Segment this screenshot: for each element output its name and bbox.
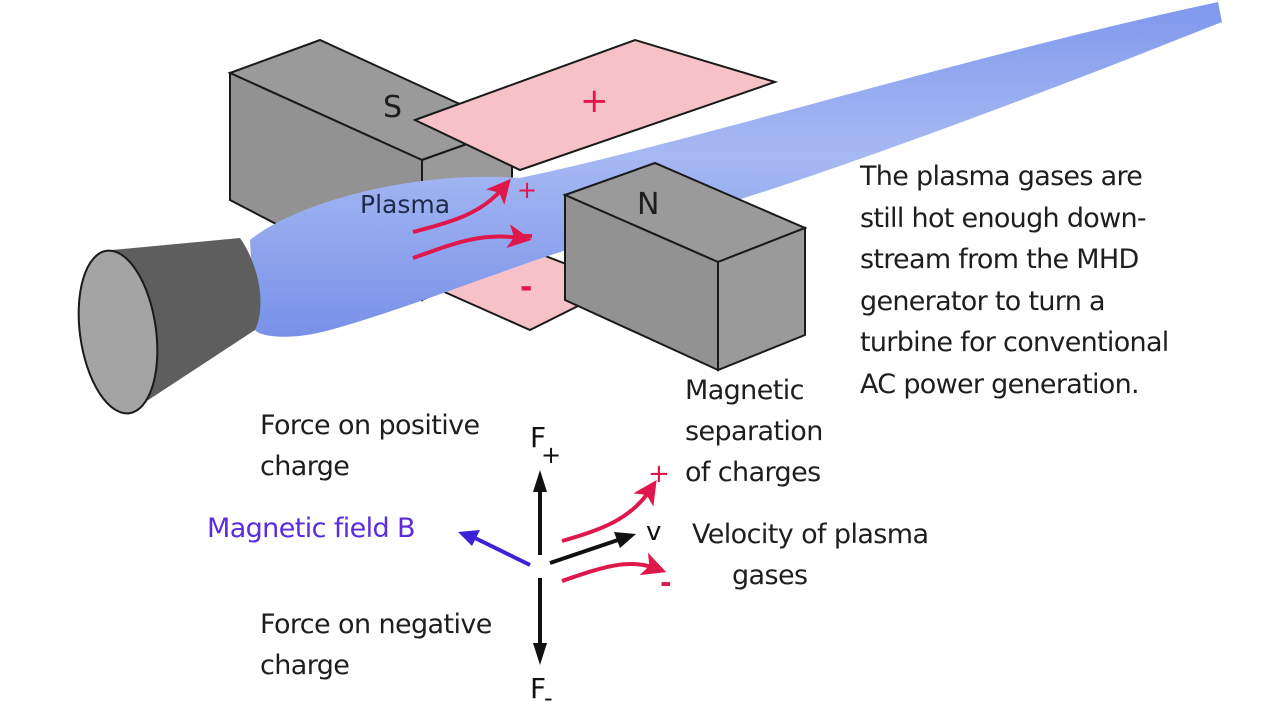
plasma-plume <box>250 2 1222 337</box>
caption-line: The plasma gases are <box>860 161 1143 192</box>
velocity-label-line: gases <box>732 560 808 591</box>
caption-text: The plasma gases are still hot enough do… <box>860 156 1169 405</box>
magnetic-separation-label-line: Magnetic <box>685 375 804 406</box>
force-positive-symbol: F <box>530 421 546 454</box>
force-negative-label-line: Force on negative <box>260 609 492 640</box>
negative-deflection-arrow <box>561 552 667 583</box>
vector-diagram: F + F - v + - <box>458 421 672 712</box>
magnetic-separation-label-line: of charges <box>685 457 821 488</box>
velocity-arrow <box>549 538 619 565</box>
force-positive-label-line: charge <box>260 451 350 482</box>
force-positive-label: Force on positive charge <box>260 405 480 487</box>
positive-deflection-arrow <box>561 480 657 543</box>
magnetic-field-label: Magnetic field B <box>207 513 416 544</box>
north-pole-label: N <box>637 187 659 222</box>
north-magnet-side <box>717 226 806 372</box>
velocity-arrowhead <box>614 532 636 548</box>
positive-plate: + <box>412 38 779 172</box>
caption-line: stream from the MHD <box>860 244 1139 275</box>
negative-plate-sign: - <box>520 270 532 305</box>
force-positive-arrowhead <box>533 470 547 492</box>
caption-line: generator to turn a <box>860 285 1106 317</box>
plasma-minus-sign: - <box>522 218 534 251</box>
positive-plate-shape <box>412 38 779 172</box>
force-negative-subscript: - <box>544 684 553 712</box>
nozzle <box>77 238 261 415</box>
force-negative-label-line: charge <box>260 650 350 681</box>
plasma-label: Plasma <box>360 190 450 219</box>
magnetic-field-arrowhead <box>458 530 480 546</box>
magnetic-field-arrow <box>474 536 531 567</box>
deflection-minus-sign: - <box>660 566 672 599</box>
force-negative-arrowhead <box>533 643 547 665</box>
south-pole-label: S <box>383 90 402 125</box>
caption-line: AC power generation. <box>860 368 1140 400</box>
deflection-plus-sign: + <box>648 459 670 489</box>
nozzle-face <box>77 249 159 415</box>
north-magnet: N <box>562 161 808 372</box>
plasma-plus-sign: + <box>517 176 537 204</box>
force-negative-symbol: F <box>530 672 546 705</box>
force-negative-label: Force on negative charge <box>260 604 492 686</box>
magnetic-separation-label-line: separation <box>685 416 823 447</box>
positive-plate-sign: + <box>580 81 609 121</box>
magnetic-separation-label: Magnetic separation of charges <box>685 370 823 493</box>
velocity-label-line: Velocity of plasma <box>692 519 929 550</box>
caption-line: still hot enough down- <box>860 202 1147 234</box>
positive-charge-path-arrow <box>412 178 511 234</box>
velocity-label: Velocity of plasma gases <box>692 514 929 596</box>
force-positive-subscript: + <box>541 441 561 469</box>
velocity-symbol: v <box>646 517 661 547</box>
force-positive-label-line: Force on positive <box>260 410 480 441</box>
caption-line: turbine for conventional <box>860 327 1169 358</box>
negative-charge-path-arrow <box>412 224 532 260</box>
